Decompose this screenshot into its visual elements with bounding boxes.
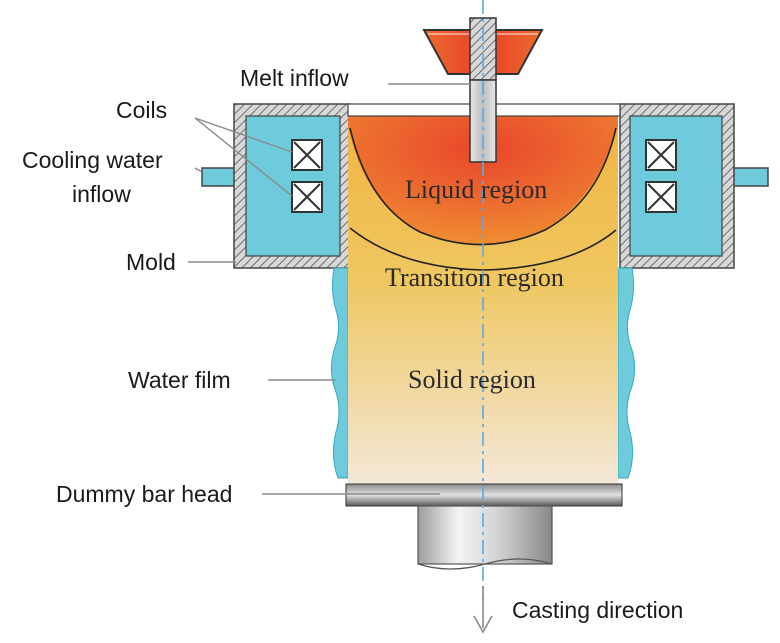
leader-cooling-water xyxy=(194,167,203,173)
leader-coils-2 xyxy=(194,117,293,197)
coil-left-top xyxy=(291,139,323,171)
dummy-bar-head xyxy=(345,483,623,507)
water-film-right xyxy=(617,267,636,479)
coil-right-top xyxy=(645,139,677,171)
label-dummy-bar-head: Dummy bar head xyxy=(56,481,232,507)
label-mold: Mold xyxy=(126,249,176,275)
region-solid-label: Solid region xyxy=(408,365,536,394)
label-water-film: Water film xyxy=(128,367,231,393)
leader-coils xyxy=(194,117,293,153)
water-film-left xyxy=(330,267,349,479)
label-casting-direction: Casting direction xyxy=(512,597,683,623)
region-transition-label: Transition region xyxy=(385,263,564,292)
dummy-bar-cylinder xyxy=(417,505,553,570)
label-cooling-water-line1: Cooling water xyxy=(22,147,163,173)
coil-left-bottom xyxy=(291,181,323,213)
label-cooling-water-line2: inflow xyxy=(72,181,131,207)
cooling-water-pipe-left xyxy=(201,167,237,187)
liquid-pool xyxy=(348,116,618,245)
coil-right-bottom xyxy=(645,181,677,213)
label-coils: Coils xyxy=(116,97,167,123)
casting-direction-arrow xyxy=(473,586,493,634)
region-liquid-label: Liquid region xyxy=(405,175,547,204)
label-melt-inflow: Melt inflow xyxy=(240,65,349,91)
